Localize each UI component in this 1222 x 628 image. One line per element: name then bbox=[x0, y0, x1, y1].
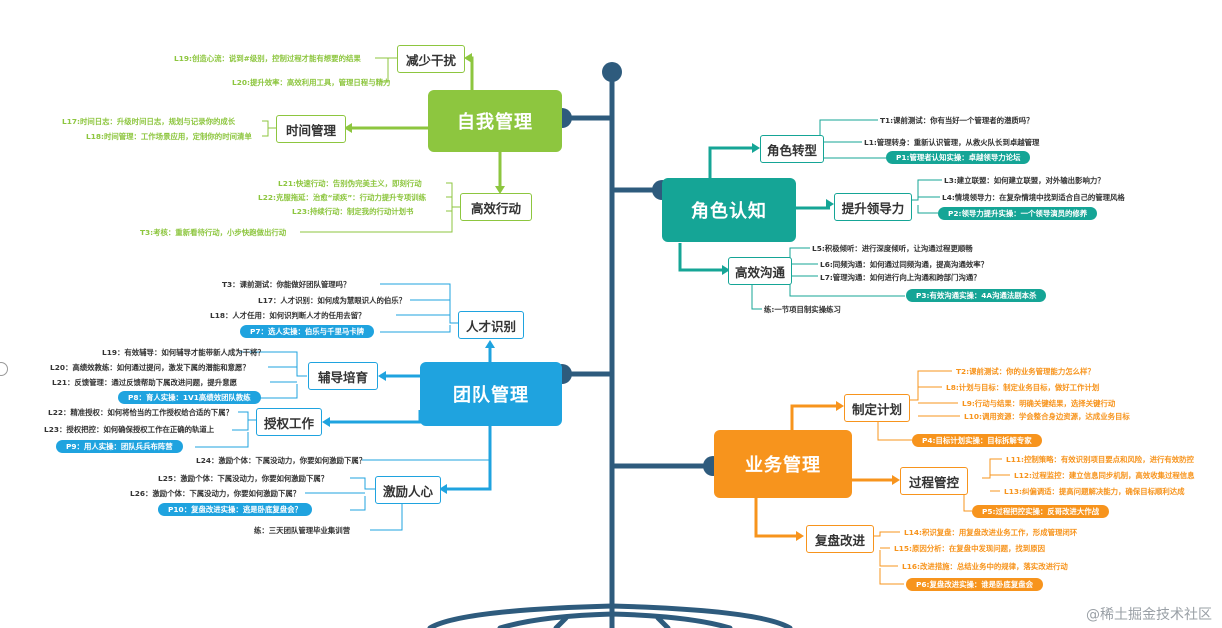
biz-leaf: L10:调用资源：学会整合身边资源，达成业务目标 bbox=[964, 412, 1130, 421]
process-control-node[interactable]: 过程管控 bbox=[900, 467, 968, 495]
role-leaf: T1:课前测试：你有当好一个管理者的潜质吗？ bbox=[880, 116, 1034, 125]
coaching-node[interactable]: 辅导培育 bbox=[308, 362, 378, 390]
team-practice-pill[interactable]: P7：选人实操：伯乐与千里马卡牌 bbox=[240, 325, 375, 338]
self-leaf: L20:提升效率：高效利用工具，管理日程与精力 bbox=[232, 78, 391, 87]
biz-practice-pill[interactable]: P5:过程把控实操：反哥改进大作战 bbox=[972, 505, 1109, 518]
team-practice-pill[interactable]: P9：用人实操：团队兵兵布阵营 bbox=[56, 440, 183, 453]
biz-leaf: L13:纠偏调适：提高问题解决能力，确保目标顺利达成 bbox=[1004, 487, 1185, 496]
watermark: @稀土掘金技术社区 bbox=[1086, 607, 1212, 623]
role-practice-pill[interactable]: P3:有效沟通实操：4A沟通法剧本杀 bbox=[906, 289, 1047, 302]
team-leaf: L25：激励个体：下属没动力，你要如何激励下属？ bbox=[158, 474, 329, 483]
role-cognition-node[interactable]: 角色认知 bbox=[662, 178, 796, 242]
biz-leaf: L11:控制策略：有效识别项目要点和风险，进行有效防控 bbox=[1006, 455, 1194, 464]
team-leaf: T3：课前测试：你能做好团队管理吗？ bbox=[222, 280, 351, 289]
biz-leaf: L15:原因分析：在复盘中发现问题，找到原因 bbox=[894, 544, 1045, 553]
biz-leaf: L12:过程监控：建立信息同步机制，高效收集过程信息 bbox=[1014, 471, 1195, 480]
self-leaf: L22:克服拖延：治愈“顽疾”：行动力提升专项训练 bbox=[258, 193, 427, 202]
team-management-node[interactable]: 团队管理 bbox=[420, 362, 562, 426]
motivation-node[interactable]: 激励人心 bbox=[375, 476, 441, 504]
trunk bbox=[427, 69, 793, 628]
team-leaf: L24：激励个体：下属没动力，你要如何激励下属？ bbox=[196, 456, 367, 465]
biz-leaf: L14:积识复盘：用复盘改进业务工作，形成管理闭环 bbox=[904, 528, 1078, 537]
biz-leaf: L9:行动与结果：明确关键结果，选择关键行动 bbox=[962, 399, 1116, 408]
biz-leaf: L16:改进措施：总结业务中的规律，落实改进行动 bbox=[902, 562, 1068, 571]
biz-leaf: L8:计划与目标：制定业务目标，做好工作计划 bbox=[946, 383, 1100, 392]
trunk-knob-top bbox=[602, 62, 622, 82]
self-leaf: L17:时间日志：升级时间日志，规划与记录你的成长 bbox=[62, 117, 236, 126]
self-leaf: L18:时间管理：工作场景应用，定制你的时间清单 bbox=[86, 132, 252, 141]
time-management-node[interactable]: 时间管理 bbox=[276, 115, 346, 143]
team-leaf: L18：人才任用：如何识判断人才的任用去留？ bbox=[210, 311, 366, 320]
role-leaf: L3:建立联盟：如何建立联盟，对外输出影响力？ bbox=[944, 176, 1105, 185]
role-transition-node[interactable]: 角色转型 bbox=[760, 135, 824, 163]
team-practice-pill[interactable]: P8：育人实操：1V1高绩效团队教练 bbox=[118, 391, 261, 404]
business-management-node[interactable]: 业务管理 bbox=[714, 430, 852, 498]
role-practice-pill[interactable]: P1:管理者认知实操：卓越领导力论坛 bbox=[886, 151, 1031, 164]
role-leaf: L1:管理转身：重新认识管理，从救火队长到卓越管理 bbox=[864, 138, 1040, 147]
role-leaf: L7:管理沟通：如何进行向上沟通和跨部门沟通？ bbox=[820, 273, 981, 282]
reduce-interference-node[interactable]: 减少干扰 bbox=[397, 45, 465, 73]
role-leaf: L4:情境领导力：在复杂情境中找到适合自己的管理风格 bbox=[942, 193, 1125, 202]
leadership-node[interactable]: 提升领导力 bbox=[834, 193, 912, 221]
make-plan-node[interactable]: 制定计划 bbox=[844, 394, 910, 422]
role-leaf: L6:同频沟通：如何通过同频沟通，提高沟通效率？ bbox=[820, 260, 989, 269]
self-leaf: L19:创造心流：说到#级别，控制过程才能有想要的结果 bbox=[174, 54, 361, 63]
biz-leaf: T2:课前测试：你的业务管理能力怎么样？ bbox=[956, 367, 1095, 376]
self-leaf: L21:快速行动：告别伪完美主义，即刻行动 bbox=[278, 179, 422, 188]
team-leaf: L20：高绩效教练：如何通过提问，激发下属的潜能和意愿？ bbox=[50, 363, 250, 372]
team-practice-pill[interactable]: P10：复盘改进实操：逃是卧底复盘会？ bbox=[158, 503, 312, 516]
efficient-communication-node[interactable]: 高效沟通 bbox=[728, 257, 792, 285]
self-management-node[interactable]: 自我管理 bbox=[428, 90, 562, 152]
team-leaf: L19：有效辅导：如何辅导才能带新人成为干将？ bbox=[102, 348, 265, 357]
team-leaf: L23：授权把控：如何确保授权工作在正确的轨道上 bbox=[44, 425, 215, 434]
role-leaf: 练:一节项目制实操练习 bbox=[764, 305, 841, 314]
self-leaf: L23:持续行动：制定我的行动计划书 bbox=[292, 207, 414, 216]
efficient-action-node[interactable]: 高效行动 bbox=[460, 193, 532, 221]
talent-identification-node[interactable]: 人才识别 bbox=[458, 311, 524, 339]
review-improve-node[interactable]: 复盘改进 bbox=[806, 525, 874, 553]
role-leaf: L5:积极倾听：进行深度倾听，让沟通过程更顺畅 bbox=[812, 244, 973, 253]
delegation-node[interactable]: 授权工作 bbox=[256, 408, 322, 436]
self-leaf: T3:考核：重新看待行动，小步快跑做出行动 bbox=[140, 228, 287, 237]
team-leaf: 练：三天团队管理毕业集训营 bbox=[254, 526, 351, 535]
role-practice-pill[interactable]: P2:领导力提升实操：一个领导演员的修养 bbox=[938, 207, 1098, 220]
team-leaf: L22：精准授权：如何将恰当的工作授权给合适的下属？ bbox=[48, 408, 233, 417]
team-leaf: L26：激励个体：下属没动力，你要如何激励下属？ bbox=[130, 489, 301, 498]
biz-practice-pill[interactable]: P4:目标计划实操：目标拆解专家 bbox=[912, 434, 1042, 447]
team-leaf: L17：人才识别：如何成为慧眼识人的伯乐？ bbox=[258, 296, 407, 305]
team-leaf: L21：反馈管理：通过反馈帮助下属改进问题，提升意愿 bbox=[52, 378, 237, 387]
biz-practice-pill[interactable]: P6:复盘改进实操：谁是卧底复盘会 bbox=[906, 578, 1043, 591]
